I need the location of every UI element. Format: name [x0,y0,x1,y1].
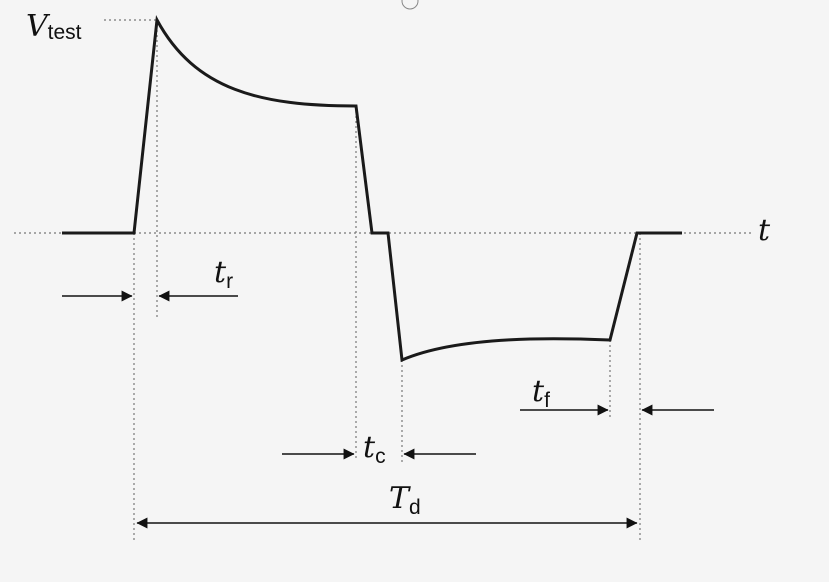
tr-label: tr [214,255,233,293]
top-circle-mark [401,0,419,10]
td-label: Td [389,481,421,519]
vtest-label: Vtest [26,9,82,44]
time-axis-label: t [758,213,771,248]
tf-label: tf [532,374,550,412]
tc-label: tc [363,430,386,468]
test-pulse-waveform [62,15,682,363]
